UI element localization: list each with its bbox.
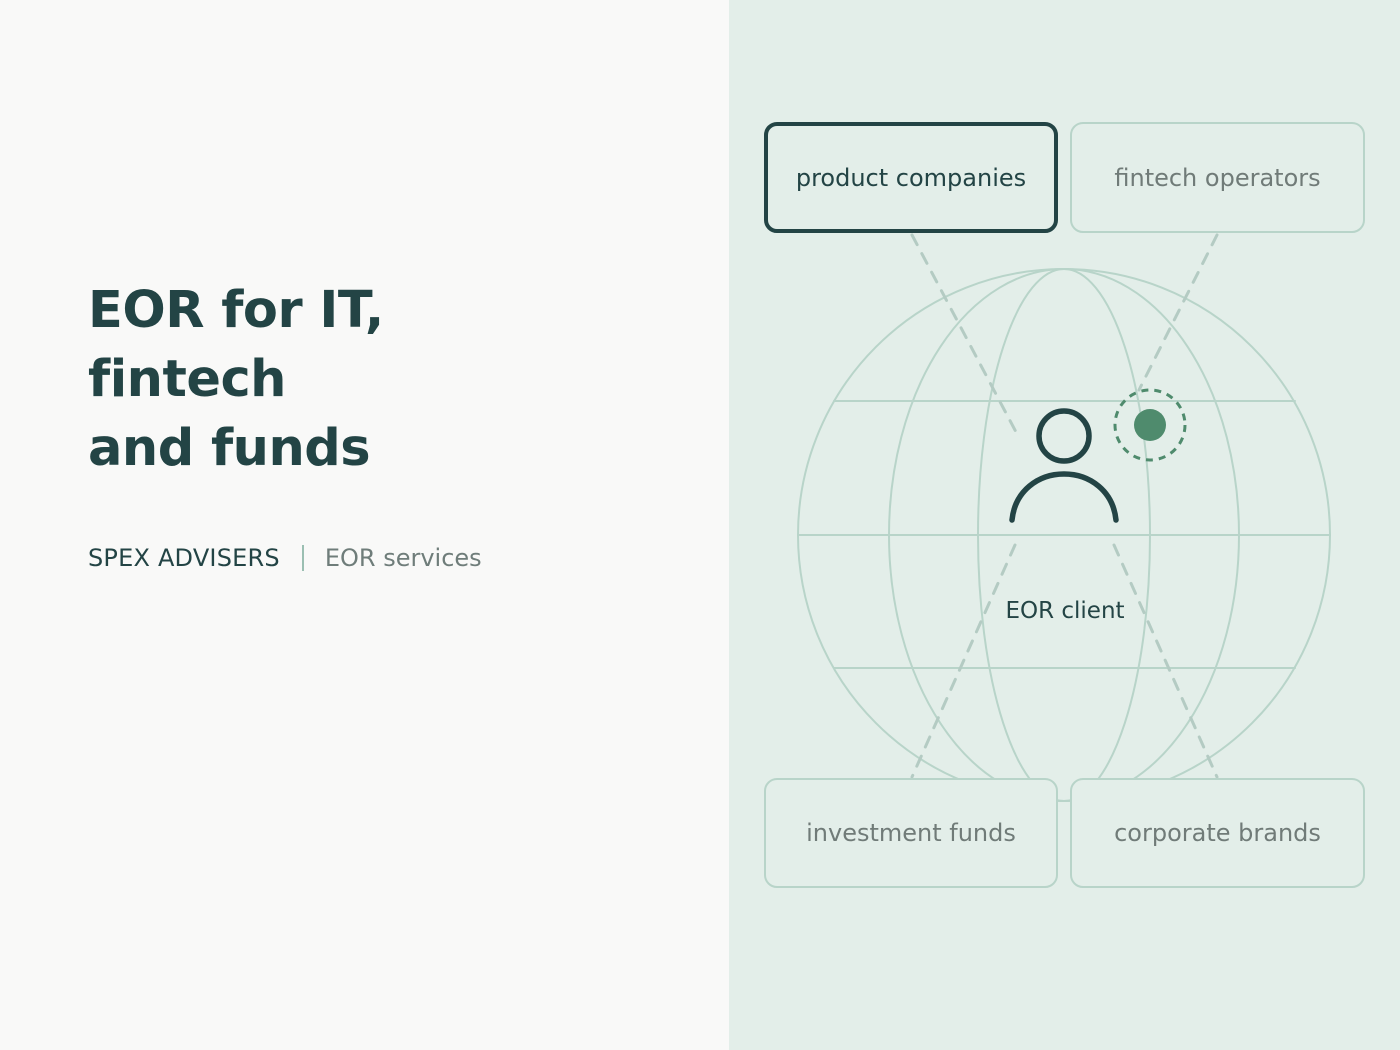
segment-product-companies[interactable]: product companies [764,122,1058,233]
headline-line-3: and funds [88,419,371,478]
connector-investment-funds [910,543,1017,779]
segment-label-fintech-operators: fintech operators [1114,163,1321,192]
globe-icon [797,268,1331,802]
segment-fintech-operators[interactable]: fintech operators [1070,122,1365,233]
connector-lines [910,233,1219,779]
headline-line-1: EOR for IT, [88,281,384,340]
brand-name: SPEX ADVISERS [88,544,280,572]
segment-label-investment-funds: investment funds [806,819,1016,847]
brand-row: SPEX ADVISERS EOR services [88,538,482,578]
segment-label-product-companies: product companies [795,163,1027,192]
connector-corporate-brands [1112,543,1219,779]
person-icon [1009,408,1119,523]
center-label: EOR client [1005,598,1125,624]
brand-service: EOR services [324,544,482,572]
segment-corporate-brands[interactable]: corporate brands [1070,778,1365,888]
diagram-svg [797,233,1331,802]
segment-investment-funds[interactable]: investment funds [764,778,1058,888]
headline-line-2: fintech [88,350,287,409]
brand-separator [301,545,304,571]
connector-fintech-operators [1137,233,1219,392]
headline-line-2-wrapper: fintech [83,345,648,414]
segment-label-corporate-brands: corporate brands [1114,819,1321,847]
location-dot-icon [1113,388,1187,462]
headline-highlight: fintech [83,345,291,414]
headline: EOR for IT, fintech and funds [83,276,648,483]
connector-product-companies [910,233,1018,434]
left-panel [0,0,729,1050]
